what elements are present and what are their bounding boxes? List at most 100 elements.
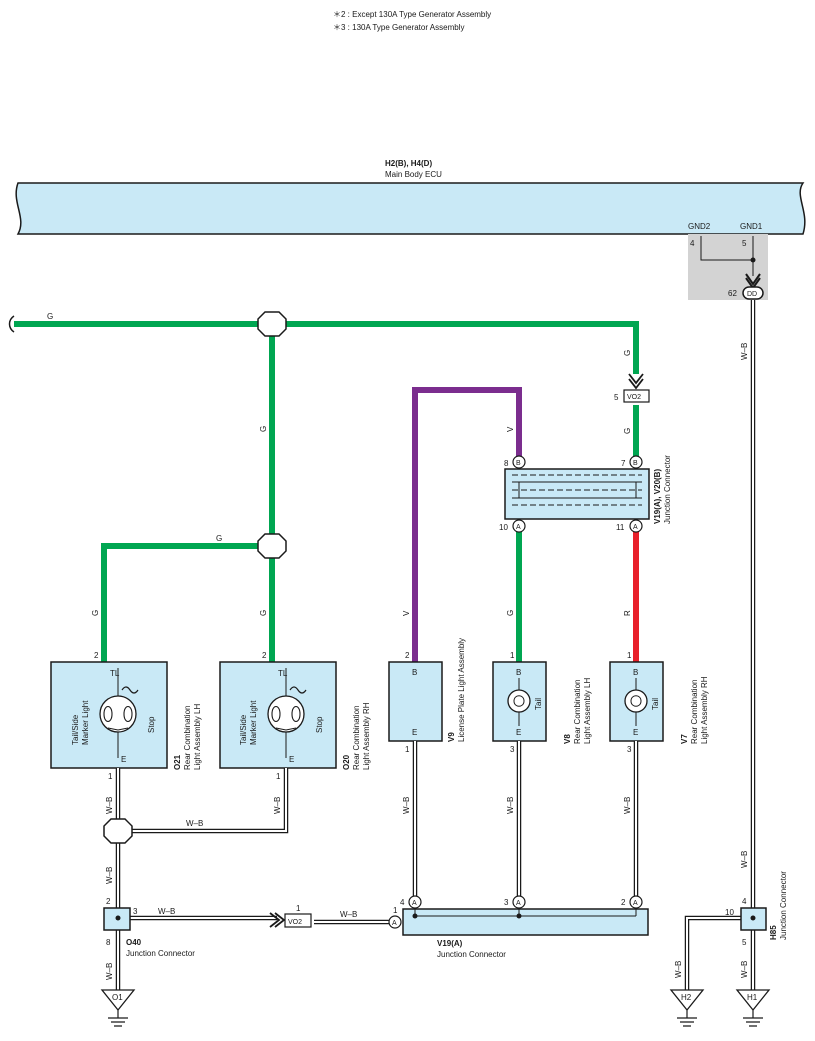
- ecu-gnd-link: [700, 236, 754, 276]
- ecu-name: Main Body ECU: [385, 170, 442, 179]
- ecu-gnd-junction: [750, 257, 756, 263]
- v19a-pin-a-2-label: A: [633, 900, 638, 907]
- h85-code: H85: [769, 925, 778, 940]
- jc-pin-10: [512, 519, 526, 533]
- v9-code: V9: [447, 732, 456, 742]
- h85-p5: 5: [742, 938, 747, 947]
- jc-v19v20-inner: [512, 481, 642, 499]
- jc-pin-num-8: 8: [504, 459, 509, 468]
- o20-filament-mark: [289, 686, 307, 694]
- jc-v19v20-body: [504, 468, 650, 520]
- wire-label-wb-7: W–B: [105, 963, 114, 980]
- h85-p4: 4: [742, 897, 747, 906]
- ecu-pin4: 4: [690, 239, 695, 248]
- o21-name2: Light Assembly LH: [193, 704, 202, 770]
- ground-h1-label: H1: [747, 993, 758, 1002]
- jc-v19v20-name: Junction Connector: [663, 455, 672, 524]
- dd-connector: [742, 286, 764, 300]
- o21-lamp2: Stop: [147, 716, 156, 733]
- o20-lamp-filament: [271, 705, 301, 731]
- dd-pin: 62: [728, 289, 737, 298]
- v9-pin-bot: 1: [405, 745, 410, 754]
- v8-pin-bot: 3: [510, 745, 515, 754]
- h85-junction: [750, 915, 756, 921]
- vo2-connector-top: [623, 389, 650, 403]
- wire-label-v-top: V: [506, 426, 515, 432]
- jc-pin-11: [629, 519, 643, 533]
- ecu-gnd1: GND1: [740, 222, 763, 231]
- o21-name1: Rear Combination: [183, 706, 192, 770]
- ecu-gnd2: GND2: [688, 222, 711, 231]
- jc-pin-num-7: 7: [621, 459, 626, 468]
- ground-h2: H2: [669, 989, 705, 1027]
- v8-lamp-filament: [513, 695, 525, 707]
- v8-lamp: [507, 689, 531, 713]
- jc-v19v20-code: V19(A), V20(B): [653, 469, 662, 524]
- wire-label-v-low: V: [402, 610, 411, 616]
- vo2-arrow-bottom: [269, 912, 286, 928]
- o20-name2: Light Assembly RH: [362, 702, 371, 770]
- o21-lamp1a: Tail/Side: [71, 714, 80, 745]
- ground-o1-label: O1: [112, 993, 123, 1002]
- wire-label-wb-5: W–B: [158, 907, 175, 916]
- jc-pin-num-10: 10: [499, 523, 508, 532]
- wire-label-wb-8: W–B: [402, 797, 411, 814]
- wire-break-mark: [8, 315, 15, 333]
- wire-label-g-vert5: G: [623, 428, 632, 434]
- ground-h2-label: H2: [681, 993, 692, 1002]
- ecu-pin5: 5: [742, 239, 747, 248]
- wire-label-wb-11: W–B: [740, 343, 749, 360]
- wire-label-wb-10: W–B: [623, 797, 632, 814]
- o20-pin-top: 2: [262, 651, 267, 660]
- wire-label-wb-2: W–B: [273, 797, 282, 814]
- ecu-code: H2(B), H4(D): [385, 159, 432, 168]
- o20-lamp: [267, 695, 305, 733]
- v8-lamp: Tail: [534, 698, 543, 710]
- v7-b: B: [633, 668, 638, 677]
- note-3: ＊3 : 130A Type Generator Assembly: [333, 23, 464, 32]
- v8-name1: Rear Combination: [573, 680, 582, 744]
- wire-label-g-vert1: G: [259, 426, 268, 432]
- h85-p10: 10: [725, 908, 734, 917]
- splice-mid: [257, 533, 287, 559]
- wire-label-g-vert2: G: [259, 610, 268, 616]
- v7-name1: Rear Combination: [690, 680, 699, 744]
- o21-lamp: [99, 695, 137, 733]
- o20-code: O20: [342, 754, 351, 770]
- v19a-node-1: [516, 913, 522, 919]
- v19a-p2: 2: [621, 898, 626, 907]
- wire-label-wb-4: W–B: [105, 867, 114, 884]
- splice-wb: [103, 818, 133, 844]
- wire-label-wb-1: W–B: [105, 797, 114, 814]
- splice-top: [257, 311, 287, 337]
- ground-h1: H1: [735, 989, 771, 1027]
- v9-name: License Plate Light Assembly: [457, 638, 466, 742]
- o21-tl: TL: [110, 669, 120, 678]
- vo2-pin-mid: 1: [296, 904, 301, 913]
- o21-e: E: [121, 755, 126, 764]
- o21-code: O21: [173, 754, 182, 770]
- dd-label: DD: [747, 291, 757, 298]
- o40-junction: [115, 915, 121, 921]
- jc-pin-num-11: 11: [616, 523, 625, 532]
- o40-code: O40: [126, 938, 142, 947]
- v8-e: E: [516, 728, 521, 737]
- v19a-name: Junction Connector: [437, 950, 506, 959]
- violet-wire: [412, 387, 522, 664]
- v7-pin-top: 1: [627, 651, 632, 660]
- o20-name1: Rear Combination: [352, 706, 361, 770]
- v19a-pin-a-left-label: A: [392, 920, 397, 927]
- ground-o1: O1: [100, 989, 136, 1027]
- v19a-p3: 3: [504, 898, 509, 907]
- v19a-code: V19(A): [437, 939, 463, 948]
- v9-body: [388, 661, 443, 742]
- wire-label-g-vert3: G: [91, 610, 100, 616]
- v19a-node-2: [412, 913, 418, 919]
- v19a-pin-a-3-label: A: [516, 900, 521, 907]
- wire-label-g-vert4: G: [623, 350, 632, 356]
- wire-label-wb-14: W–B: [740, 961, 749, 978]
- v9-b: B: [412, 668, 417, 677]
- o20-pin-bot: 1: [276, 772, 281, 781]
- o20-lamp1a: Tail/Side: [239, 714, 248, 745]
